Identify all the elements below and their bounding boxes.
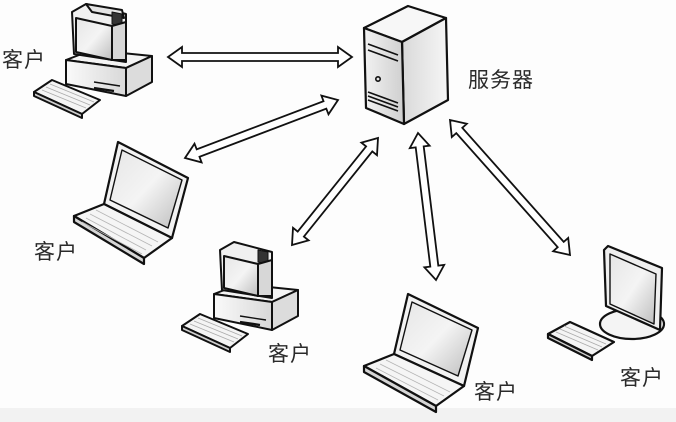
bottom-band xyxy=(0,408,676,422)
bidirectional-arrow-5 xyxy=(448,118,572,257)
client-5-label: 客户 xyxy=(620,366,664,390)
server-label: 服务器 xyxy=(468,68,534,92)
client-4-label: 客户 xyxy=(474,380,518,404)
bidirectional-arrow-4 xyxy=(408,131,446,282)
lcd-monitor-icon xyxy=(546,244,666,362)
server-tower-icon xyxy=(362,4,450,126)
client-1-label: 客户 xyxy=(2,48,46,72)
desktop-crt-icon xyxy=(181,241,299,353)
client-2-label: 客户 xyxy=(34,240,78,264)
bidirectional-arrow-1 xyxy=(166,45,354,69)
laptop-icon xyxy=(72,140,190,266)
laptop-icon xyxy=(362,292,480,414)
bidirectional-arrow-3 xyxy=(291,136,379,247)
client-3-label: 客户 xyxy=(268,342,312,366)
desktop-crt-icon xyxy=(33,3,153,119)
bidirectional-arrow-2 xyxy=(183,94,340,164)
